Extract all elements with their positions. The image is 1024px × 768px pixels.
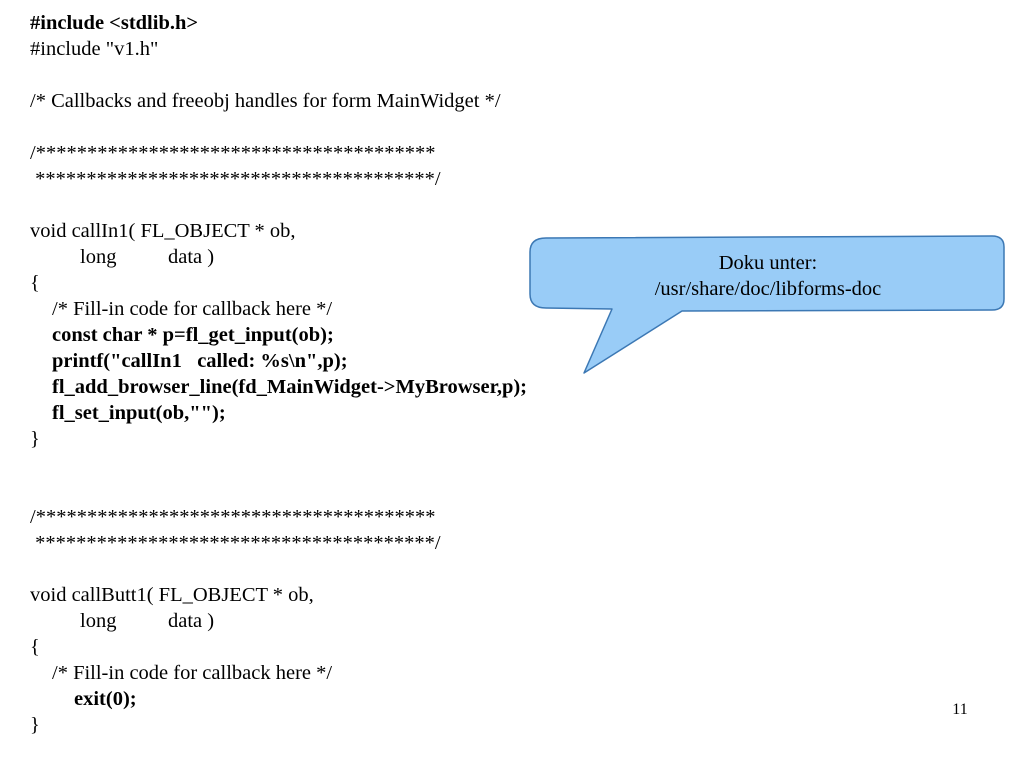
code-line-data-param-1: data ): [168, 246, 215, 268]
code-line-open-brace-2: {: [30, 636, 40, 658]
code-line-stars-close-1: ***************************************/: [30, 168, 441, 190]
code-line-fillin-comment-2: /* Fill-in code for callback here */: [52, 662, 333, 684]
page-number: 11: [952, 701, 968, 718]
callout-line-path: /usr/share/doc/libforms-doc: [654, 278, 882, 300]
code-line-stars-close-2: ***************************************/: [30, 532, 441, 554]
code-line-include-stdlib: #include <stdlib.h>: [30, 12, 199, 34]
code-line-long-keyword-1: long: [80, 246, 117, 268]
code-line-open-brace-1: {: [30, 272, 40, 294]
code-line-callbacks-comment: /* Callbacks and freeobj handles for for…: [30, 90, 501, 112]
code-line-get-input: const char * p=fl_get_input(ob);: [52, 324, 334, 346]
code-line-exit: exit(0);: [74, 688, 137, 710]
code-line-include-v1: #include "v1.h": [30, 38, 159, 60]
code-line-callbutt1-signature: void callButt1( FL_OBJECT * ob,: [30, 584, 314, 606]
code-line-stars-open-1: /***************************************: [30, 142, 436, 164]
code-line-printf: printf("callIn1 called: %s\n",p);: [52, 350, 348, 372]
code-line-callin1-signature: void callIn1( FL_OBJECT * ob,: [30, 220, 296, 242]
code-line-add-browser-line: fl_add_browser_line(fd_MainWidget->MyBro…: [52, 376, 528, 398]
code-line-close-brace-2: }: [30, 714, 40, 736]
callout-line-doku: Doku unter:: [718, 252, 818, 274]
code-line-set-input: fl_set_input(ob,"");: [52, 402, 226, 424]
callout-text: Doku unter: /usr/share/doc/libforms-doc: [530, 250, 1006, 302]
code-line-fillin-comment-1: /* Fill-in code for callback here */: [52, 298, 333, 320]
code-line-close-brace-1: }: [30, 428, 40, 450]
code-line-data-param-2: data ): [168, 610, 215, 632]
code-line-stars-open-2: /***************************************: [30, 506, 436, 528]
code-line-long-keyword-2: long: [80, 610, 117, 632]
